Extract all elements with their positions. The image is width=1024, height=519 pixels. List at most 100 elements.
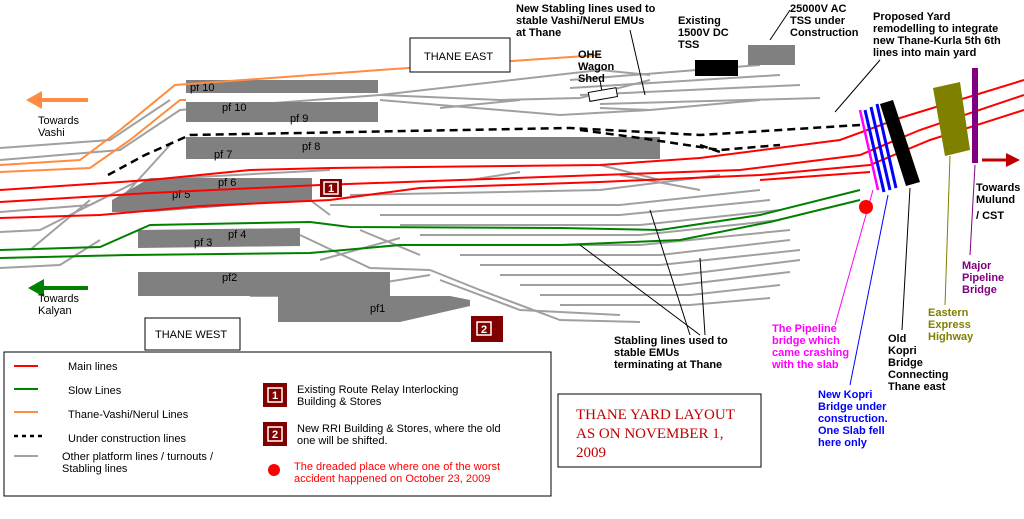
svg-text:here only: here only — [818, 437, 868, 449]
svg-text:Towards: Towards — [38, 293, 79, 305]
svg-text:remodelling to integrate: remodelling to integrate — [873, 23, 998, 35]
dc-tss-block — [695, 60, 738, 76]
svg-text:with the slab: with the slab — [771, 359, 839, 371]
structures: 1 2 — [320, 45, 873, 342]
svg-text:Main lines: Main lines — [68, 361, 118, 373]
svg-text:stable Vashi/Nerul EMUs: stable Vashi/Nerul EMUs — [516, 15, 644, 27]
svg-text:New RRI Building & Stores, whe: New RRI Building & Stores, where the old — [297, 423, 501, 435]
rri-building-existing: 1 — [320, 179, 342, 197]
note-stabling-emus: Stabling lines used to stable EMUs termi… — [614, 335, 728, 371]
svg-text:One Slab fell: One Slab fell — [818, 425, 885, 437]
arrow-stabling-2 — [649, 209, 691, 336]
arrow-major-pipeline — [969, 164, 976, 256]
svg-text:Construction: Construction — [790, 27, 859, 39]
svg-text:/ CST: / CST — [976, 210, 1004, 222]
platform-8-7 — [186, 137, 660, 159]
old-kopri-bridge — [880, 100, 920, 186]
svg-text:Existing: Existing — [678, 15, 721, 27]
note-eastern-express: Eastern Express Highway — [928, 307, 974, 343]
svg-text:Proposed Yard: Proposed Yard — [873, 11, 950, 23]
svg-text:bridge which: bridge which — [772, 335, 840, 347]
direction-labels: Towards Vashi Towards Kalyan Towards Mul… — [38, 115, 1020, 317]
pf9-label: pf 9 — [290, 113, 308, 125]
ohe-wagon-shed — [587, 87, 619, 102]
svg-text:Thane-Vashi/Nerul Lines: Thane-Vashi/Nerul Lines — [68, 409, 189, 421]
arrow-kalyan — [28, 279, 88, 297]
svg-text:2009: 2009 — [576, 445, 606, 461]
legend-slow: Slow Lines — [14, 385, 122, 397]
svg-text:The Pipeline: The Pipeline — [772, 323, 837, 335]
platform-4-3 — [138, 228, 300, 248]
svg-text:Kopri: Kopri — [888, 345, 917, 357]
note-new-kopri: New Kopri Bridge under construction. One… — [818, 389, 888, 449]
svg-text:at Thane: at Thane — [516, 27, 561, 39]
pf4-label: pf 4 — [228, 229, 246, 241]
svg-text:Kalyan: Kalyan — [38, 305, 72, 317]
svg-text:2: 2 — [481, 324, 487, 336]
legend: Main lines Slow Lines Thane-Vashi/Nerul … — [3, 351, 552, 497]
platform-labels: pf 10 pf 10 pf 9 pf 8 pf 7 pf 6 pf 5 pf … — [172, 82, 385, 315]
svg-text:1: 1 — [328, 183, 334, 195]
svg-text:Express: Express — [928, 319, 971, 331]
diagram-title: THANE YARD LAYOUT AS ON NOVEMBER 1, 2009 — [557, 393, 762, 468]
svg-text:Pipeline: Pipeline — [962, 272, 1004, 284]
platform-10a — [186, 80, 378, 93]
legend-rri-existing: 1 Existing Route Relay Interlocking Buil… — [263, 383, 458, 408]
legend-rri-new: 2 New RRI Building & Stores, where the o… — [263, 422, 501, 447]
platform-1 — [278, 296, 470, 322]
svg-text:Connecting: Connecting — [888, 369, 949, 381]
svg-text:new Thane-Kurla 5th 6th: new Thane-Kurla 5th 6th — [873, 35, 1001, 47]
note-major-pipeline: Major Pipeline Bridge — [962, 260, 1004, 296]
pf10a-label: pf 10 — [190, 82, 214, 94]
legend-under-construction: Under construction lines — [14, 433, 187, 445]
svg-text:accident happened on October 2: accident happened on October 23, 2009 — [294, 473, 490, 485]
svg-text:25000V AC: 25000V AC — [790, 3, 847, 15]
arrow-ac-tss — [769, 9, 791, 41]
svg-text:Stabling lines used to: Stabling lines used to — [614, 335, 728, 347]
svg-text:Towards: Towards — [976, 182, 1020, 194]
svg-text:Vashi: Vashi — [38, 127, 65, 139]
arrow-proposed-yard — [834, 59, 881, 113]
arrow-stabling-1 — [579, 244, 701, 336]
svg-text:Stabling lines: Stabling lines — [62, 463, 128, 475]
stabling-lines — [0, 64, 821, 323]
svg-text:construction.: construction. — [818, 413, 888, 425]
arrow-blue-label — [849, 194, 889, 386]
slow-lines — [0, 189, 861, 259]
arrow-new-stabling — [629, 29, 646, 96]
legend-accident: The dreaded place where one of the worst… — [268, 461, 500, 485]
svg-text:Shed: Shed — [578, 73, 605, 85]
note-pipeline-crash: The Pipeline bridge which came crashing … — [771, 323, 849, 371]
svg-text:lines into main yard: lines into main yard — [873, 47, 976, 59]
note-ac-tss: 25000V AC TSS under Construction — [790, 3, 859, 39]
ac-tss-block — [748, 45, 795, 65]
note-proposed-yard: Proposed Yard remodelling to integrate n… — [873, 11, 1001, 59]
svg-text:Thane east: Thane east — [888, 381, 946, 393]
svg-text:Towards: Towards — [38, 115, 79, 127]
arrow-mulund — [982, 153, 1020, 167]
svg-text:1: 1 — [272, 390, 278, 402]
svg-text:THANE YARD LAYOUT: THANE YARD LAYOUT — [576, 407, 735, 423]
svg-text:AS ON NOVEMBER 1,: AS ON NOVEMBER 1, — [576, 426, 724, 442]
svg-text:Highway: Highway — [928, 331, 974, 343]
svg-text:Old: Old — [888, 333, 906, 345]
annotations: New Stabling lines used to stable Vashi/… — [516, 3, 1004, 449]
svg-text:Existing Route Relay Interlock: Existing Route Relay Interlocking — [297, 384, 458, 396]
pf2-label: pf2 — [222, 272, 237, 284]
direction-arrows — [26, 9, 1020, 386]
svg-text:Under construction lines: Under construction lines — [68, 433, 187, 445]
arrow-stabling-3 — [699, 257, 706, 336]
svg-text:Eastern: Eastern — [928, 307, 969, 319]
svg-text:2: 2 — [272, 429, 278, 441]
note-dc-tss: Existing 1500V DC TSS — [678, 15, 729, 51]
platform-6-5 — [112, 178, 312, 212]
legend-vashi: Thane-Vashi/Nerul Lines — [14, 409, 189, 421]
svg-text:Bridge: Bridge — [962, 284, 997, 296]
major-pipeline-bridge — [972, 68, 978, 163]
svg-text:TSS under: TSS under — [790, 15, 846, 27]
arrow-vashi — [26, 91, 88, 109]
svg-text:Building & Stores: Building & Stores — [297, 396, 382, 408]
pf6-label: pf 6 — [218, 177, 236, 189]
